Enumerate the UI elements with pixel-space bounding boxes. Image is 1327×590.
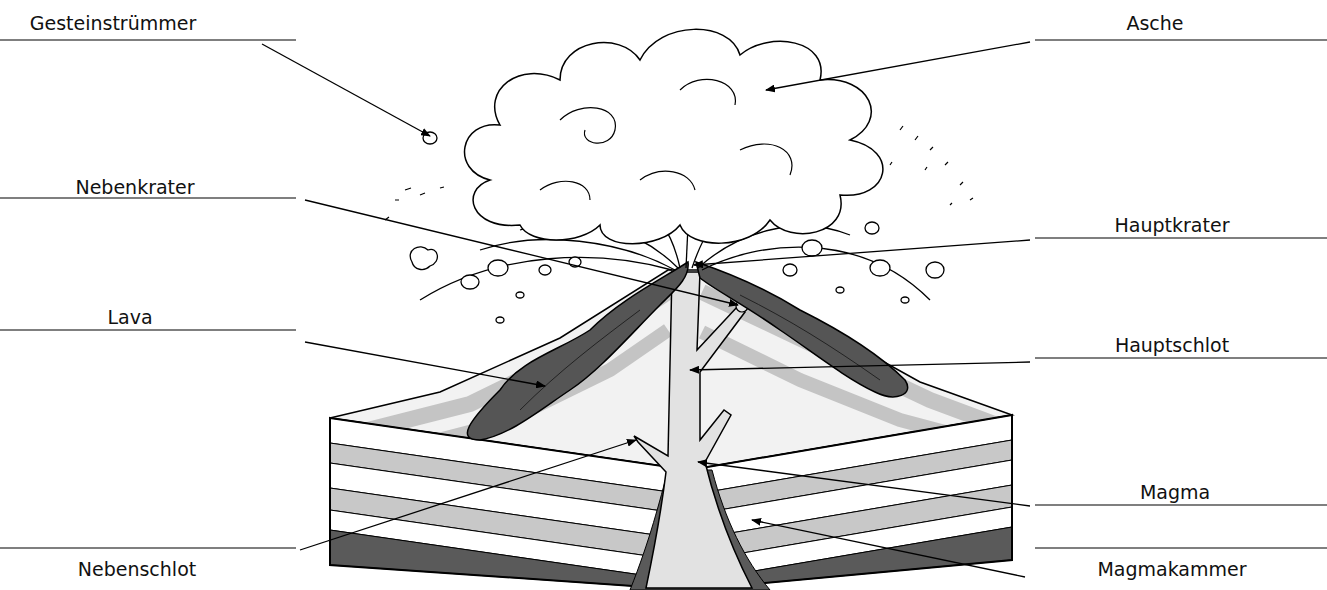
part-label: Gesteinstrümmer [0, 12, 243, 34]
eruption-column [420, 222, 930, 300]
part-label: Magmakammer [1042, 558, 1302, 580]
lava-texture [520, 295, 880, 410]
part-label: Lava [0, 306, 260, 328]
part-label: Nebenschlot [7, 558, 267, 580]
label-underlines [0, 40, 1327, 548]
rock-debris [410, 132, 944, 323]
part-label: Hauptschlot [1042, 334, 1302, 356]
lava-flow [696, 262, 908, 397]
part-label: Asche [1025, 12, 1285, 34]
cloud-swirls [540, 79, 792, 200]
leader-lines [262, 42, 1030, 577]
fine-debris [385, 126, 973, 220]
part-label: Magma [1045, 481, 1305, 503]
vent-system [634, 272, 752, 588]
ash-cloud [465, 29, 883, 243]
part-label: Nebenkrater [5, 176, 265, 198]
lava-flow [467, 262, 688, 440]
block-face-outline [330, 418, 690, 590]
part-label: Hauptkrater [1042, 214, 1302, 236]
